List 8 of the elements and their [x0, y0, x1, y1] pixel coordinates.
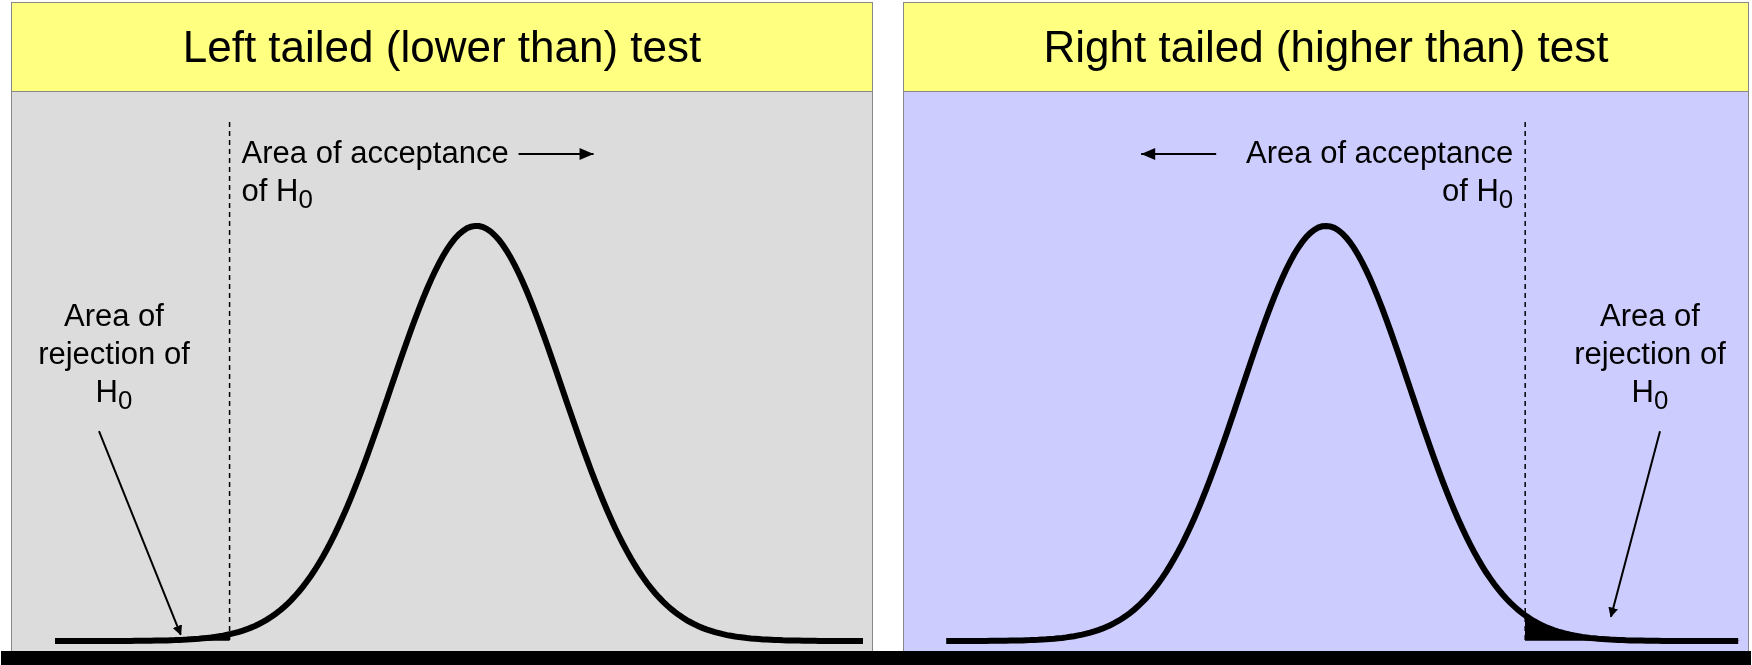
panel-heading: Right tailed (higher than) test [904, 3, 1748, 92]
annotation-text: Area of acceptance of H$_{0}$ [241, 134, 514, 219]
panel-heading: Left tailed (lower than) test [12, 3, 872, 92]
leader-arrow [1608, 430, 1661, 618]
leader-arrow [98, 430, 182, 636]
annotation-text: Area of rejection of H$_{0}$ [34, 297, 194, 420]
annotation-text: Area of acceptance of H$_{0}$ [1241, 134, 1514, 219]
annotation-text: Area of rejection of H$_{0}$ [1570, 297, 1730, 420]
